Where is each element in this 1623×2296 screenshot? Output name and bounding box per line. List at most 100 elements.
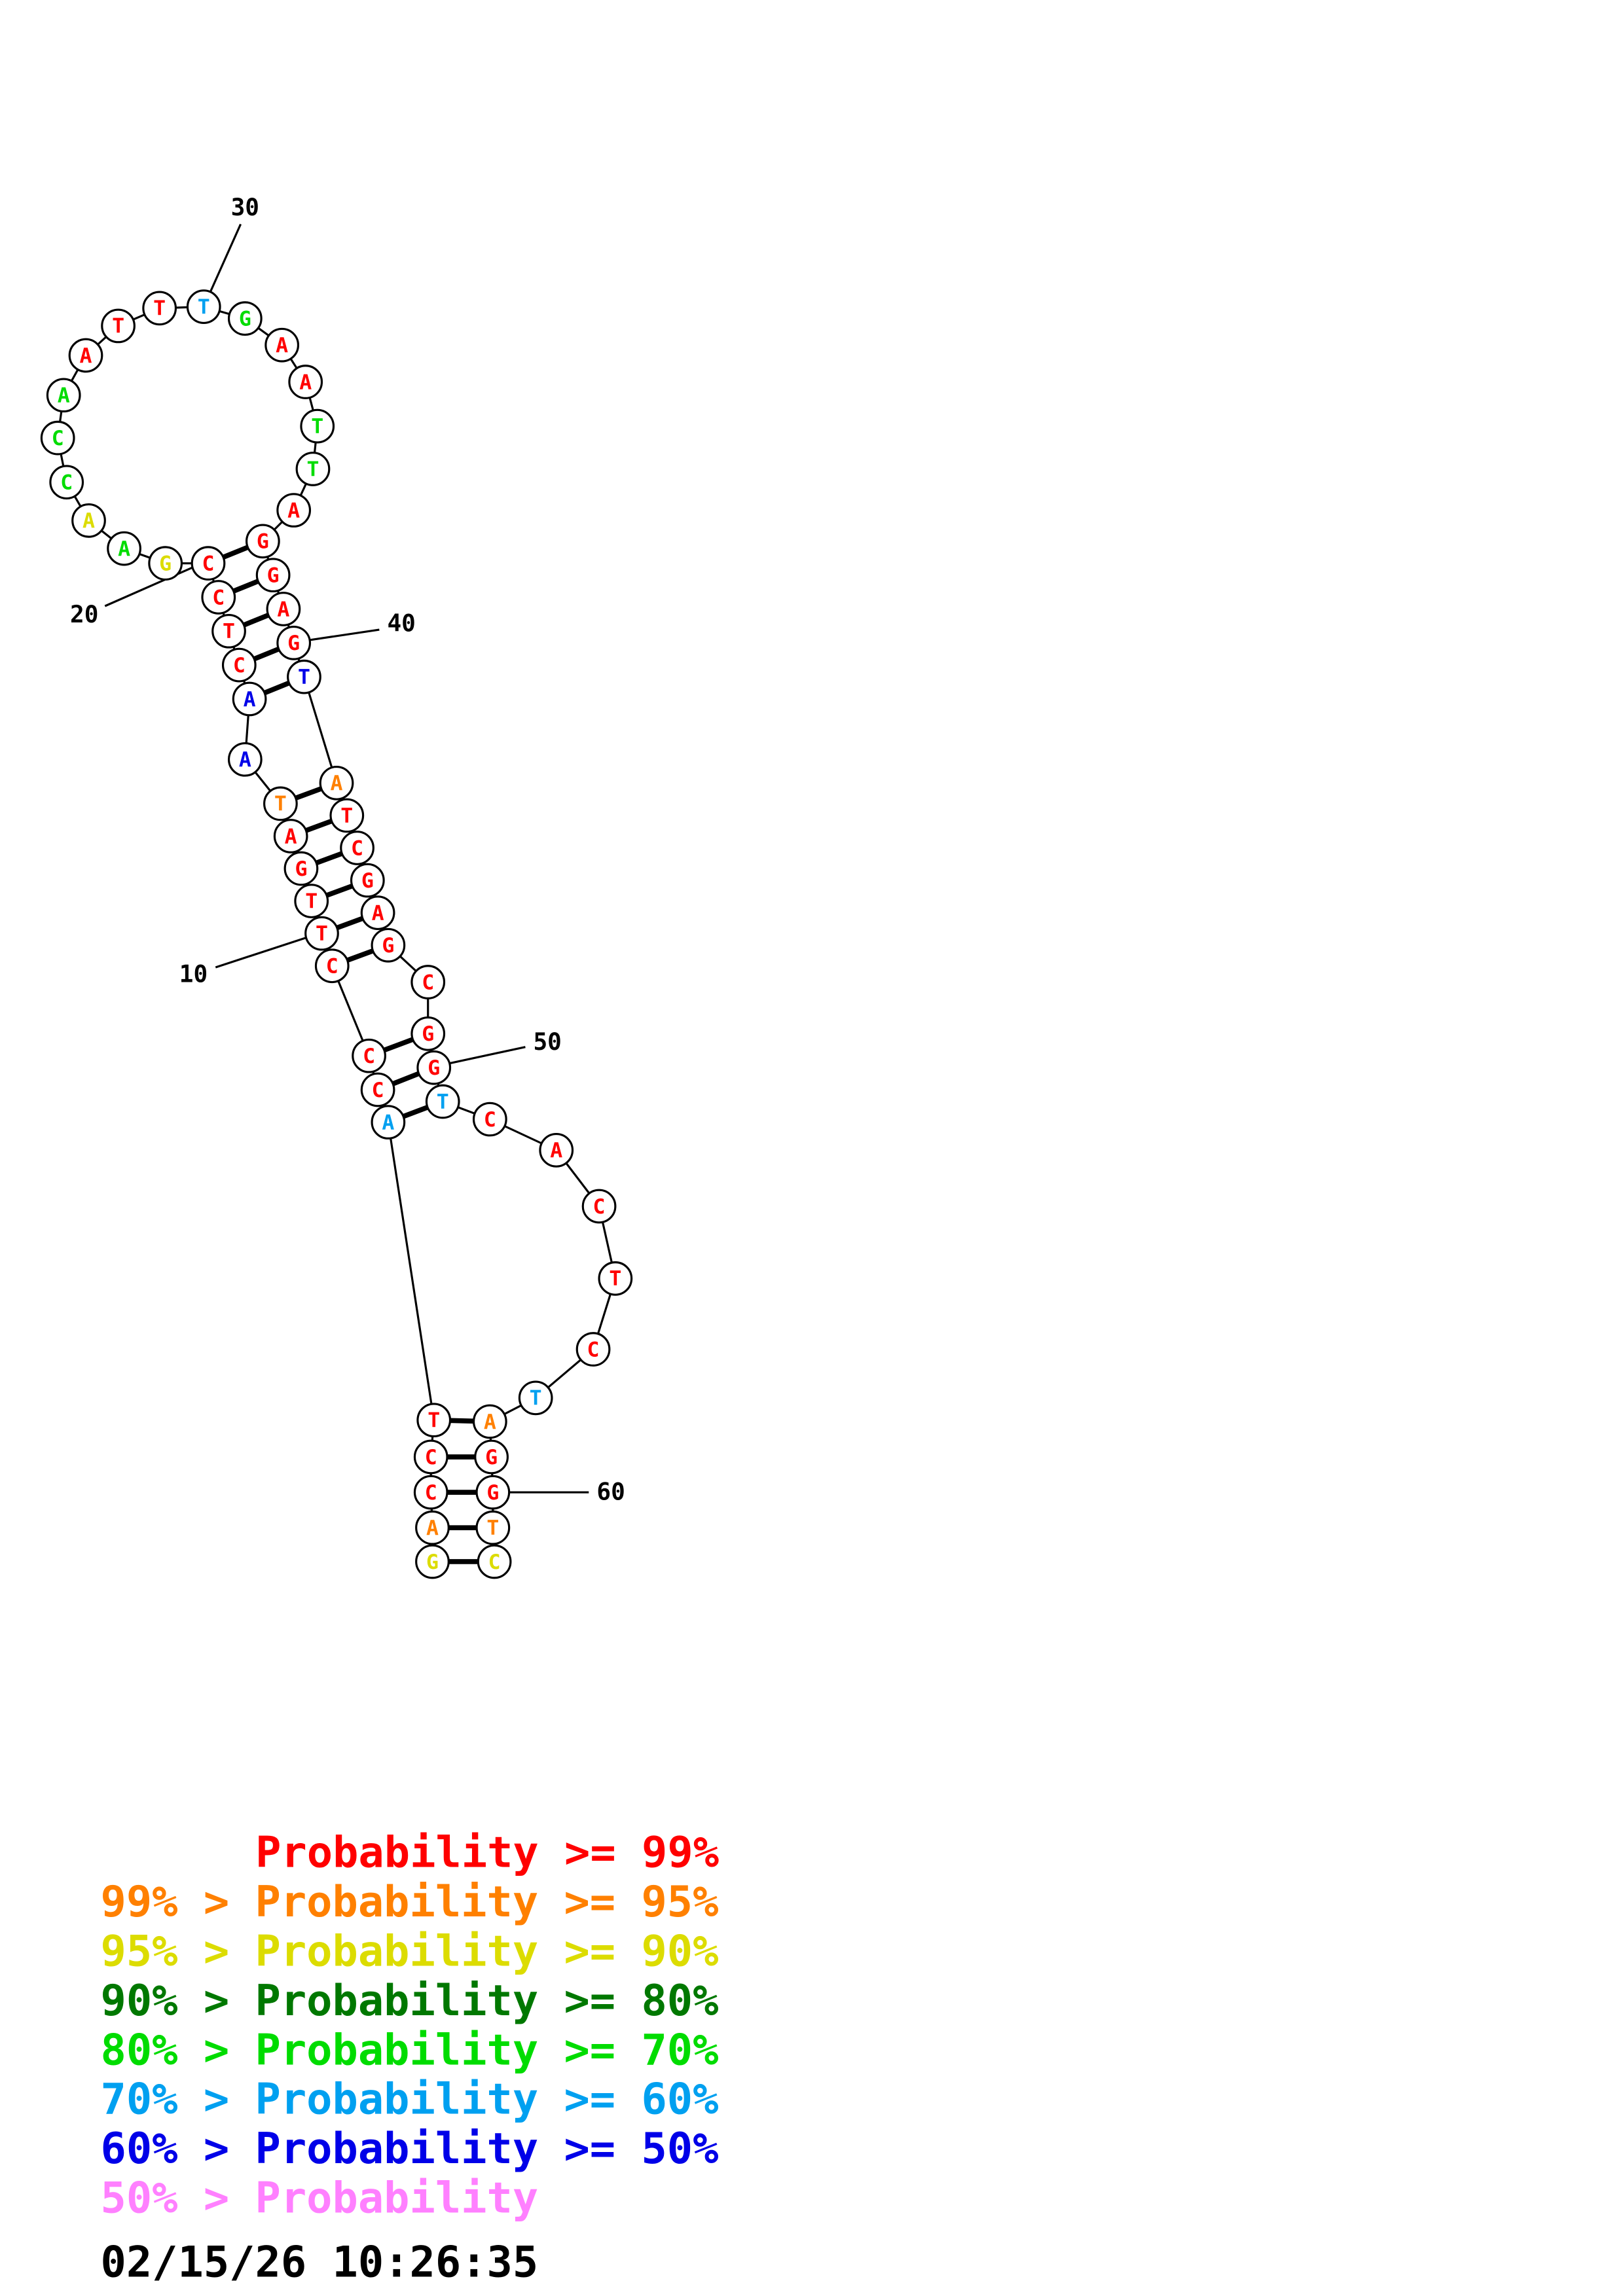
nucleotide-base: C xyxy=(425,1481,437,1505)
nucleotide-base: A xyxy=(277,598,289,621)
nucleotide-52: C xyxy=(472,1102,507,1137)
nucleotide-circle xyxy=(474,1439,509,1475)
nucleotide-base: G xyxy=(361,869,374,893)
nucleotide-base: T xyxy=(437,1090,449,1114)
nucleotide-56: C xyxy=(575,1332,611,1367)
nucleotide-21: G xyxy=(148,546,183,581)
nucleotide-base: A xyxy=(331,772,343,795)
nucleotide-40: G xyxy=(276,625,312,660)
nucleotide-base: T xyxy=(311,415,323,439)
timestamp: 02/15/26 10:26:35 xyxy=(101,2238,539,2287)
nucleotide-circle xyxy=(266,592,301,626)
nucleotide-circle xyxy=(142,291,177,326)
nucleotide-35: T xyxy=(295,452,331,486)
nucleotide-base: G xyxy=(159,552,172,575)
nucleotide-2: A xyxy=(415,1510,450,1545)
nucleotide-16: A xyxy=(232,681,267,717)
nucleotide-base: C xyxy=(212,586,225,609)
nucleotide-10: T xyxy=(304,916,339,951)
nucleotide-base: C xyxy=(233,654,246,677)
nucleotide-base: C xyxy=(52,427,64,450)
legend-item: 95% > Probability >= 90% xyxy=(101,1926,719,1976)
nucleotide-circle xyxy=(211,613,246,649)
nucleotide-base: T xyxy=(340,804,353,828)
nucleotide-45: G xyxy=(350,863,385,898)
nucleotide-circle xyxy=(360,895,395,930)
nucleotide-base: A xyxy=(382,1111,394,1134)
nucleotide-43: T xyxy=(329,798,365,833)
nucleotide-base: T xyxy=(486,1516,499,1540)
nucleotide-28: T xyxy=(101,308,136,344)
nucleotide-26: A xyxy=(46,378,81,413)
nucleotide-base: G xyxy=(287,632,300,655)
nucleotide-base: G xyxy=(428,1056,440,1080)
nucleotide-circle xyxy=(264,327,300,363)
position-label: 10 xyxy=(179,961,208,988)
nucleotide-3: C xyxy=(413,1475,448,1510)
nucleotide-44: C xyxy=(340,831,374,865)
nucleotide-base: A xyxy=(287,499,300,522)
nucleotide-circle xyxy=(340,831,374,865)
nucleotide-circle xyxy=(255,558,291,593)
nucleotide-circle xyxy=(475,1475,511,1510)
nucleotide-base: T xyxy=(428,1409,440,1433)
nucleotide-circle xyxy=(475,1510,511,1545)
nucleotide-circle xyxy=(352,1038,386,1073)
nucleotide-base: C xyxy=(488,1551,501,1574)
nucleotide-1: G xyxy=(415,1544,450,1579)
nucleotide-39: A xyxy=(266,592,301,626)
nucleotide-circle xyxy=(191,546,226,581)
nucleotide-36: A xyxy=(276,493,312,528)
nucleotide-circle xyxy=(472,1102,507,1137)
nucleotide-base: C xyxy=(202,552,215,575)
nucleotide-circle xyxy=(539,1133,574,1168)
nucleotide-circle xyxy=(295,452,331,486)
nucleotide-60: G xyxy=(475,1475,511,1510)
nucleotide-circle xyxy=(294,884,329,918)
position-label: 20 xyxy=(70,601,98,628)
nucleotide-base: A xyxy=(244,688,256,711)
nucleotide-circle xyxy=(581,1189,617,1224)
nucleotide-circle xyxy=(319,766,354,800)
nucleotide-54: C xyxy=(581,1189,617,1224)
nucleotide-circle xyxy=(410,965,446,999)
nucleotide-base: G xyxy=(257,530,269,554)
nucleotide-20: C xyxy=(191,546,226,581)
nucleotide-base: A xyxy=(550,1139,562,1162)
nucleotide-circle xyxy=(477,1544,512,1579)
nucleotide-base: A xyxy=(80,344,92,368)
nucleotide-46: A xyxy=(360,895,395,930)
legend-item: 99% > Probability >= 95% xyxy=(101,1877,719,1927)
nucleotide-51: T xyxy=(425,1084,460,1119)
nucleotide-base: G xyxy=(486,1481,499,1505)
position-label: 30 xyxy=(231,194,259,221)
nucleotide-9: C xyxy=(314,948,350,984)
nucleotide-circle xyxy=(425,1084,460,1119)
nucleotide-base: A xyxy=(239,748,251,772)
nucleotide-55: T xyxy=(598,1261,633,1296)
nucleotide-circle xyxy=(201,580,236,615)
nucleotide-17: C xyxy=(221,647,257,683)
nucleotide-circle xyxy=(68,338,103,373)
nucleotide-47: G xyxy=(371,927,406,963)
nucleotide-circle xyxy=(101,308,136,344)
nucleotide-circle xyxy=(107,531,141,566)
nucleotide-base: C xyxy=(60,471,73,495)
nucleotide-base: C xyxy=(484,1108,496,1132)
nucleotide-48: C xyxy=(410,965,446,999)
nucleotide-15: A xyxy=(227,742,263,777)
nucleotide-base: A xyxy=(118,537,130,561)
nucleotide-18: T xyxy=(211,613,246,649)
nucleotide-circle xyxy=(148,546,183,581)
nucleotide-circle xyxy=(276,493,312,528)
nucleotide-circle xyxy=(416,1403,452,1438)
nucleotide-circle xyxy=(360,1072,395,1107)
nucleotide-13: A xyxy=(273,819,308,853)
nucleotide-circle xyxy=(371,927,406,963)
nucleotide-base: G xyxy=(422,1022,434,1046)
nucleotide-base: A xyxy=(372,901,384,925)
nucleotide-base: C xyxy=(593,1195,606,1219)
nucleotide-14: T xyxy=(263,786,298,821)
